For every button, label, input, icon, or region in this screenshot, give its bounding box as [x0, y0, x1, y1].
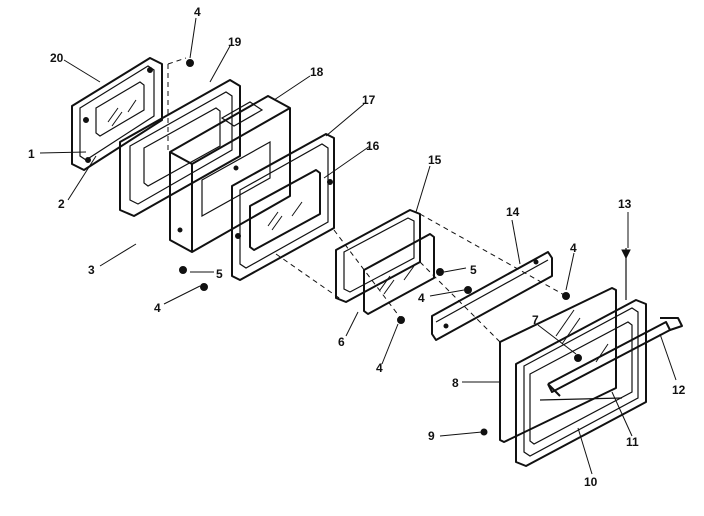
screw-4-right: [562, 292, 570, 300]
screw-4-strip: [464, 286, 472, 294]
part-14-glass-support-strip: [431, 251, 553, 341]
callout-13: 13: [618, 197, 632, 211]
screw-4-mid: [397, 316, 405, 324]
callout-18: 18: [310, 65, 324, 79]
callout-10: 10: [584, 475, 598, 489]
callout-4-strip: 4: [418, 291, 425, 305]
callout-9: 9: [428, 429, 435, 443]
part-8-outer-glass: [499, 287, 617, 443]
callout-2: 2: [58, 197, 65, 211]
screw-4-top: [186, 59, 194, 67]
part-17-inner-door-panel: [231, 133, 335, 281]
part-16-inner-glass: [235, 169, 333, 251]
part-11-handle-trim: [539, 397, 623, 401]
callout-5-mid: 5: [470, 263, 477, 277]
screws: [179, 59, 582, 436]
callout-7: 7: [532, 313, 539, 327]
callout-16: 16: [366, 139, 380, 153]
part-20-inner-window-frame: [71, 57, 163, 171]
part-18-insulation-block: [169, 95, 291, 253]
callout-labels: 1 2 3 4 4 4 4 4 5 5 6 7 8 9 10 11 12 13 …: [28, 5, 686, 489]
screw-5-mid: [436, 268, 444, 276]
callout-3: 3: [88, 263, 95, 277]
callout-20: 20: [50, 51, 64, 65]
callout-11: 11: [626, 435, 639, 449]
callout-8: 8: [452, 376, 459, 390]
assembly-lines: [275, 213, 567, 343]
callout-14: 14: [506, 205, 520, 219]
callout-17: 17: [362, 93, 376, 107]
screw-7-handle: [574, 354, 582, 362]
part-19-door-liner: [119, 57, 241, 217]
callout-4-left: 4: [154, 301, 161, 315]
callout-1: 1: [28, 147, 35, 161]
callout-12: 12: [672, 383, 686, 397]
part-6-middle-glass: [363, 233, 435, 315]
callout-4-mid: 4: [376, 361, 383, 375]
part-12-door-handle: [547, 317, 683, 397]
part-10-outer-door-frame: [515, 248, 647, 467]
callout-4-top: 4: [194, 5, 201, 19]
callout-19: 19: [228, 35, 242, 49]
callout-15: 15: [428, 153, 442, 167]
callout-4-right: 4: [570, 241, 577, 255]
leader-lines: [39, 17, 677, 475]
callout-5-left: 5: [216, 267, 223, 281]
screw-5-left: [179, 266, 187, 274]
screw-4-left: [200, 283, 208, 291]
callout-6: 6: [338, 335, 345, 349]
